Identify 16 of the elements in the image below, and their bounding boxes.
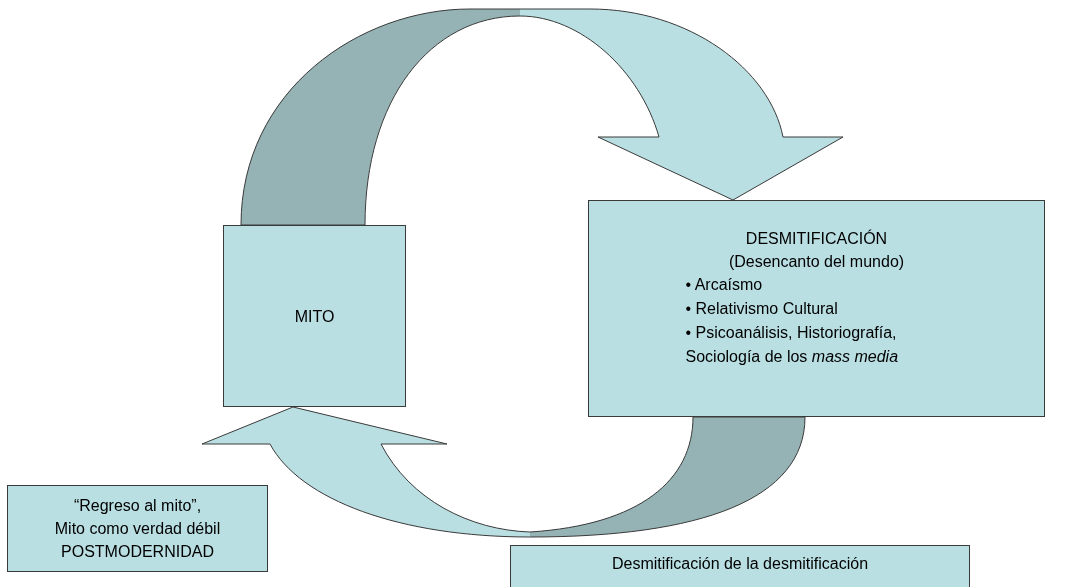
bullet-item: • Arcaísmo	[685, 275, 764, 295]
bullet-item: • Relativismo Cultural	[685, 299, 839, 319]
text-box	[588, 200, 1045, 417]
bullet-item: • Psicoanálisis, Historiografía, Sociología de los mass media	[685, 323, 900, 367]
text-box	[7, 485, 268, 572]
box-heading: DESMITIFICACIÓN	[745, 228, 888, 249]
box-text: POSTMODERNIDAD	[61, 542, 214, 562]
box-text: “Regreso al mito”,	[73, 496, 202, 516]
text-box	[223, 225, 406, 407]
box-text: Mito como verdad débil	[54, 519, 221, 539]
curved-arrow	[201, 406, 806, 538]
text-box	[510, 545, 970, 587]
box-text: Desmitificación de la desmitificación	[611, 554, 869, 574]
box-text: MITO	[294, 306, 335, 327]
curved-arrow	[240, 8, 844, 226]
box-subheading: (Desencanto del mundo)	[728, 252, 905, 272]
